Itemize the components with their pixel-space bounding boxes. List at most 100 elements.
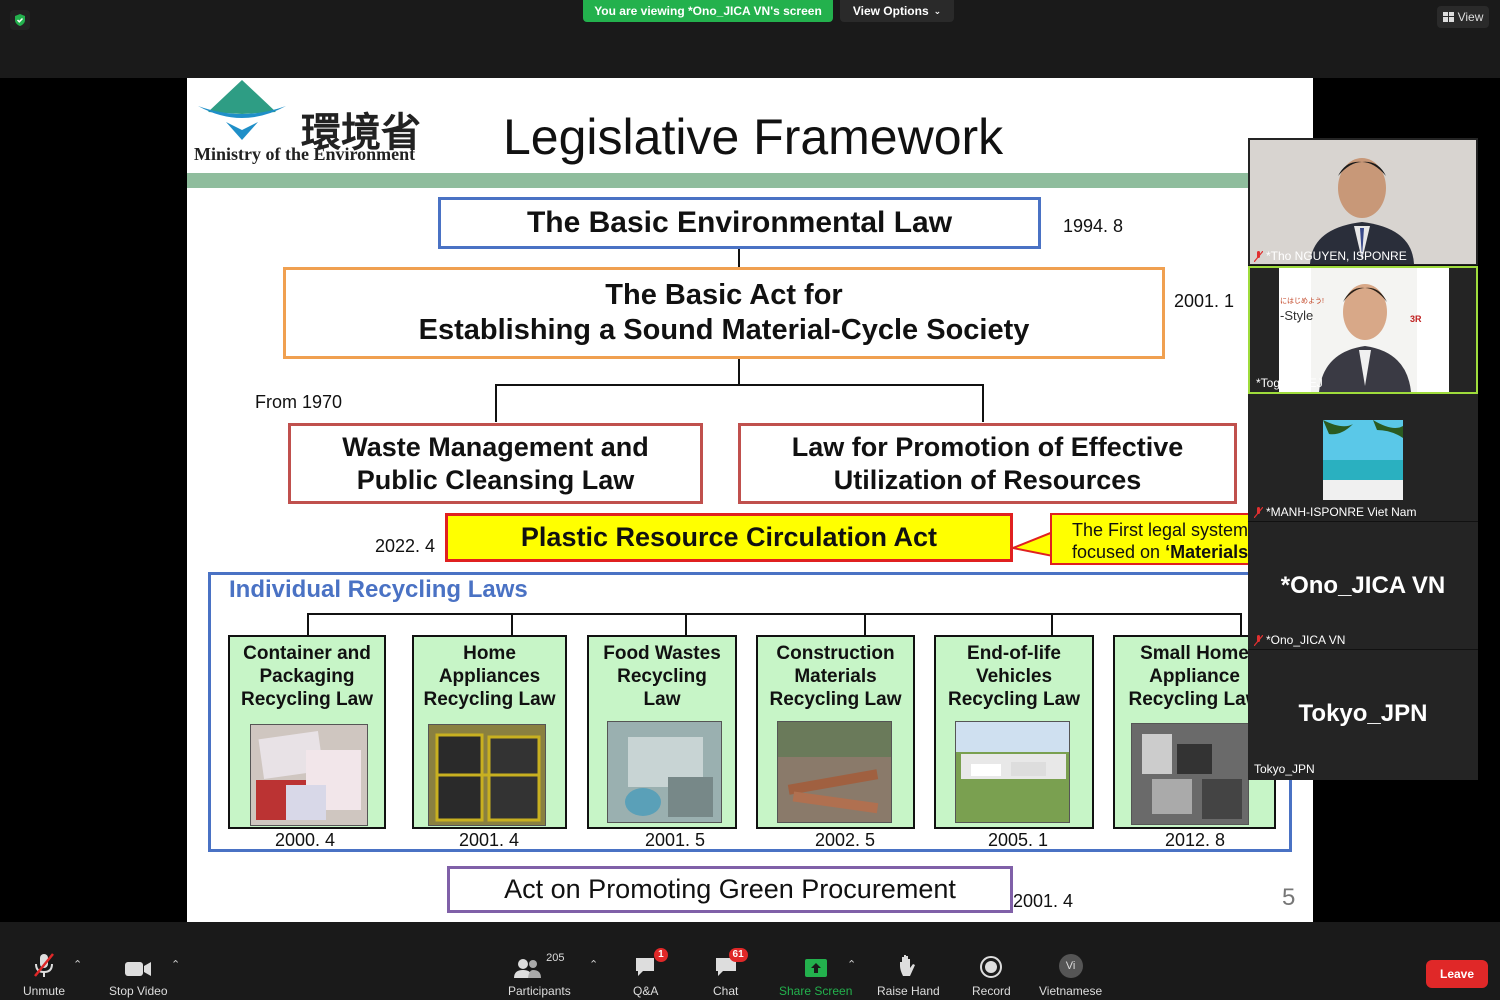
chat-button[interactable]: 61 Chat [713, 948, 748, 998]
video-camera-icon [125, 962, 152, 976]
logo-english: Ministry of the Environment [194, 144, 416, 164]
basic-act-box: The Basic Act for Establishing a Sound M… [283, 267, 1165, 359]
basic-act-line2: Establishing a Sound Material-Cycle Soci… [418, 314, 1030, 346]
connector-line [495, 384, 984, 386]
title-divider [187, 173, 1313, 188]
law-line1: Container and [243, 643, 371, 664]
muted-mic-icon [1254, 250, 1263, 262]
law-year: 2002. 5 [815, 830, 876, 850]
meeting-toolbar: Unmute ⌃ Stop Video ⌃ 205 Participants ⌃… [0, 922, 1500, 1000]
participant-video-panel: *Tho NGUYEN, ISPONRE にはじめよう! -Style 3R *… [1248, 138, 1478, 780]
waste-management-law-box: Waste Management and Public Cleansing La… [288, 423, 703, 504]
record-icon [980, 956, 1003, 978]
basic-env-year: 1994. 8 [1063, 216, 1124, 236]
stop-video-button[interactable]: Stop Video [109, 952, 168, 998]
law-year: 2001. 4 [459, 830, 520, 850]
participant-name-tag: *Ono_JICA VN [1254, 633, 1345, 647]
view-layout-button[interactable]: View [1437, 6, 1489, 28]
callout-pointer-icon [1013, 530, 1053, 558]
qa-button[interactable]: 1 Q&A [633, 948, 668, 998]
law-year: 2000. 4 [275, 830, 336, 850]
construction-materials-photo [777, 721, 892, 823]
background-text: -Style [1280, 308, 1314, 323]
law-line3: Recycling Law [948, 688, 1080, 710]
language-label: Vietnamese [1039, 984, 1103, 998]
resources-line1: Law for Promotion of Effective [791, 431, 1184, 462]
connector-line [511, 613, 513, 635]
law-line1: Small Home [1140, 643, 1249, 664]
participant-name: *Tho NGUYEN, ISPONRE [1266, 249, 1407, 263]
small-appliances-photo [1131, 723, 1249, 825]
muted-mic-icon [1254, 634, 1263, 646]
share-options-caret-icon[interactable]: ⌃ [847, 959, 857, 971]
connector-line [738, 359, 740, 385]
participant-name-tag: *Tho NGUYEN, ISPONRE [1254, 249, 1407, 263]
background-text: 3R [1410, 314, 1422, 324]
audio-options-caret-icon[interactable]: ⌃ [73, 959, 83, 971]
participant-name: *Togi_MOEJ [1256, 376, 1323, 390]
participants-label: Participants [508, 984, 571, 998]
video-tile[interactable]: *MANH-ISPONRE Viet Nam [1248, 394, 1478, 522]
participants-caret-icon[interactable]: ⌃ [589, 959, 599, 971]
law-line2: Appliance [1149, 665, 1240, 687]
meeting-top-bar: You are viewing *Ono_JICA VN's screen Vi… [0, 0, 1500, 78]
basic-act-year: 2001. 1 [1174, 291, 1235, 311]
callout-bold: ‘Materials [1165, 542, 1249, 562]
interpretation-language-button[interactable]: Vi Vietnamese [1039, 952, 1102, 998]
connector-line [307, 613, 1242, 615]
connector-line [495, 384, 497, 422]
beach-avatar-icon [1323, 420, 1403, 500]
law-line2: Appliances [438, 665, 541, 687]
video-tile[interactable]: *Ono_JICA VN *Ono_JICA VN [1248, 522, 1478, 650]
participant-display-name: *Ono_JICA VN [1280, 572, 1446, 599]
viewing-screen-banner: You are viewing *Ono_JICA VN's screen [583, 0, 833, 22]
grid-view-icon [1442, 12, 1454, 22]
plastic-act-label: Plastic Resource Circulation Act [520, 522, 938, 553]
shared-slide: 環境省 Ministry of the Environment Legislat… [187, 78, 1313, 922]
participant-display-name: Tokyo_JPN [1298, 700, 1428, 727]
view-options-button[interactable]: View Options ⌄ [840, 0, 954, 22]
green-procurement-label: Act on Promoting Green Procurement [504, 874, 956, 905]
video-tile[interactable]: *Tho NGUYEN, ISPONRE [1248, 138, 1478, 266]
law-line1: Home [463, 643, 516, 664]
share-screen-label: Share Screen [779, 984, 853, 998]
law-line3: Recycling Law [1128, 688, 1261, 710]
participant-video [1279, 268, 1449, 392]
green-procurement-year: 2001. 4 [1013, 891, 1074, 911]
food-wastes-photo [607, 721, 722, 823]
participants-icon [514, 959, 542, 978]
video-tile-active-speaker[interactable]: にはじめよう! -Style 3R *Togi_MOEJ [1248, 266, 1478, 394]
participant-name: Tokyo_JPN [1254, 762, 1315, 776]
law-line2: Packaging [259, 665, 355, 687]
green-procurement-box: Act on Promoting Green Procurement [447, 866, 1013, 913]
connector-line [738, 249, 740, 268]
share-screen-button[interactable]: Share Screen [779, 952, 852, 998]
raise-hand-button[interactable]: Raise Hand [877, 952, 940, 998]
unmute-button[interactable]: Unmute [23, 952, 65, 998]
security-shield-icon[interactable] [10, 10, 30, 30]
chevron-down-icon: ⌄ [933, 5, 942, 16]
law-line1: Food Wastes [603, 643, 721, 664]
participants-button[interactable]: 205 Participants [508, 952, 571, 998]
record-label: Record [972, 984, 1011, 998]
participant-name: *MANH-ISPONRE Viet Nam [1266, 505, 1417, 519]
page-number: 5 [1282, 884, 1296, 911]
leave-button[interactable]: Leave [1426, 960, 1488, 988]
chat-badge: 61 [728, 948, 748, 962]
waste-line1: Waste Management and [342, 431, 649, 462]
qa-label: Q&A [633, 984, 659, 998]
law-year: 2005. 1 [988, 830, 1049, 850]
view-label: View [1457, 10, 1484, 24]
record-button[interactable]: Record [972, 952, 1011, 998]
video-options-caret-icon[interactable]: ⌃ [171, 959, 181, 971]
connector-line [1051, 613, 1053, 635]
basic-environmental-law-label: The Basic Environmental Law [526, 205, 953, 239]
participant-name-tag: *Togi_MOEJ [1256, 376, 1323, 390]
law-line3: Recycling Law [769, 688, 902, 710]
video-tile[interactable]: Tokyo_JPN Tokyo_JPN [1248, 650, 1478, 778]
callout-line2: focused on [1072, 542, 1166, 562]
law-line1: Construction [776, 643, 895, 664]
resources-line2: Utilization of Resources [833, 464, 1142, 495]
background-text: にはじめよう! [1280, 298, 1324, 305]
plastic-act-box: Plastic Resource Circulation Act [445, 513, 1013, 562]
